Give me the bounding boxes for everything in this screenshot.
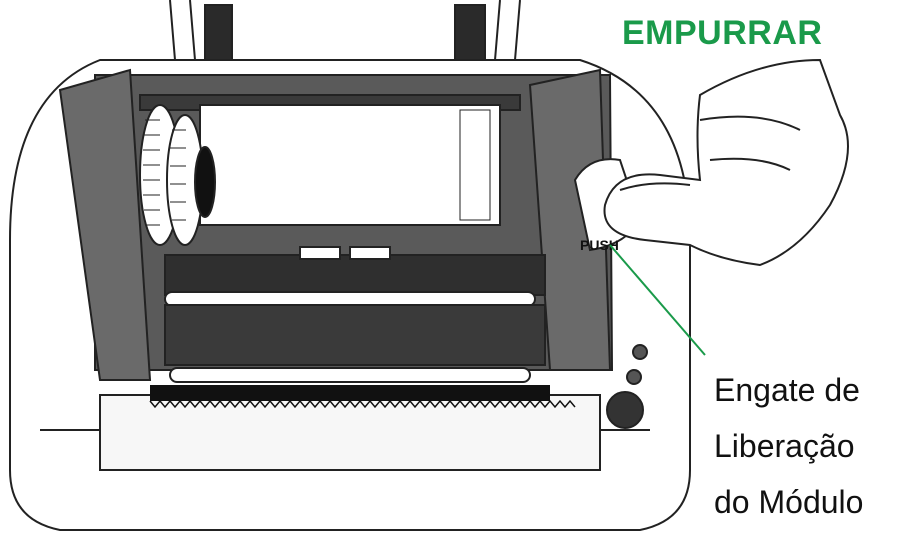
- print-head-assembly: [164, 246, 546, 383]
- push-instruction-label: EMPURRAR: [622, 14, 823, 52]
- hand-icon: [603, 58, 849, 267]
- front-panel: [606, 344, 648, 429]
- media-window: [199, 104, 501, 226]
- callout-label-line-1: Engate de: [714, 372, 860, 408]
- callout-leader-line: [609, 244, 706, 356]
- ribbon-spool: [139, 104, 216, 246]
- callout-label-line-2: Liberação: [714, 428, 855, 464]
- tear-bar: [149, 385, 576, 409]
- push-button-text: PUSH: [580, 237, 619, 253]
- callout-label-line-3: do Módulo: [714, 484, 864, 520]
- media-holder-arms: [169, 0, 521, 61]
